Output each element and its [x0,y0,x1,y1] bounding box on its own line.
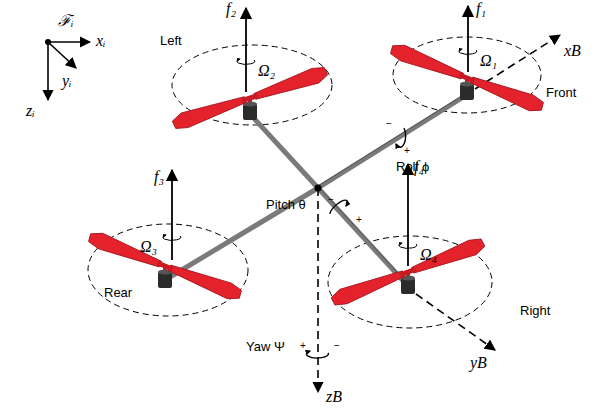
axis-symbol: Ω₁ [480,52,497,70]
axis-symbol: f₁ [476,0,486,18]
axis-symbol: Ω₄ [420,246,437,264]
part-label: Yaw Ψ [246,340,285,354]
part-label: Left [160,34,182,48]
axis-symbol: Ω₂ [258,62,275,80]
rotation-sign: − [328,194,334,205]
rotation-sign: − [334,340,340,351]
axis-symbol: zᵢ [26,102,35,120]
axis-symbol: yB [470,354,487,372]
axis-symbol: ℱᵢ [58,12,74,30]
axis-symbol: f₂ [226,0,236,18]
axis-symbol: Ω₃ [140,238,157,256]
rotation-sign: + [356,214,362,225]
axis-symbol: zB [326,388,342,406]
part-label: Right [520,304,550,318]
part-label: Pitch θ [266,198,306,212]
rotation-sign: + [404,145,410,156]
part-label: Front [546,86,576,100]
axis-symbol: xᵢ [96,32,106,50]
part-label: Rear [104,286,132,300]
axis-symbol: f₄ [414,158,424,176]
rotation-sign: − [386,118,392,129]
axis-symbol: f₃ [154,168,164,186]
axis-symbol: xB [564,42,581,60]
axis-symbol: yᵢ [62,72,72,90]
part-label: Roll ϕ [396,160,429,174]
rotation-sign: + [300,340,306,351]
